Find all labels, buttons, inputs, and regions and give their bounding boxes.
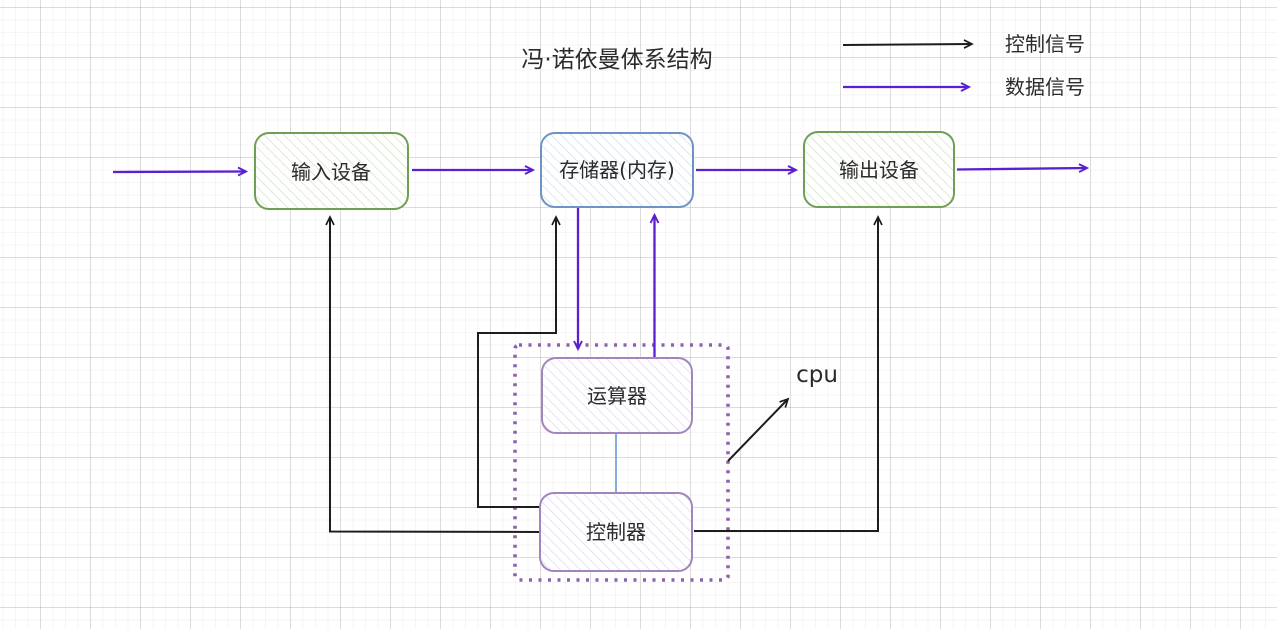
edge-external-to-input[interactable]: [112, 166, 249, 177]
legend: 控制信号 数据信号: [842, 32, 1085, 99]
node-alu-shape: [541, 357, 693, 434]
node-output-device-label: 输出设备: [839, 158, 919, 182]
node-memory-shape: [540, 132, 694, 208]
edge-control-to-memory[interactable]: [477, 215, 561, 508]
cpu-callout-arrow[interactable]: [727, 397, 790, 462]
edge-control-to-input[interactable]: [325, 215, 541, 533]
cpu-group-label[interactable]: cpu: [796, 362, 838, 388]
node-input-device-label: 输入设备: [291, 160, 371, 184]
edge-control-to-output[interactable]: [694, 215, 883, 532]
node-output-device[interactable]: 输出设备: [803, 131, 955, 208]
edge-output-to-external[interactable]: [956, 163, 1090, 173]
node-memory-label: 存储器(内存): [559, 158, 675, 182]
legend-control-item[interactable]: 控制信号: [842, 32, 1085, 56]
node-memory[interactable]: 存储器(内存): [540, 132, 694, 208]
legend-data-label: 数据信号: [1005, 75, 1085, 99]
cpu-group-frame[interactable]: [513, 343, 730, 582]
node-control-unit-shape: [539, 492, 693, 572]
node-control-unit[interactable]: 控制器: [539, 492, 693, 572]
node-input-device-shape: [254, 132, 409, 210]
node-input-device[interactable]: 输入设备: [254, 132, 409, 210]
legend-control-arrow: [842, 39, 974, 49]
node-output-device-shape: [803, 131, 955, 208]
node-alu-label: 运算器: [587, 384, 647, 408]
node-alu[interactable]: 运算器: [541, 357, 693, 434]
node-control-unit-label: 控制器: [586, 520, 646, 544]
diagram-title[interactable]: 冯·诺依曼体系结构: [521, 47, 712, 73]
legend-control-label: 控制信号: [1005, 32, 1085, 56]
legend-data-item[interactable]: 数据信号: [843, 75, 1085, 99]
